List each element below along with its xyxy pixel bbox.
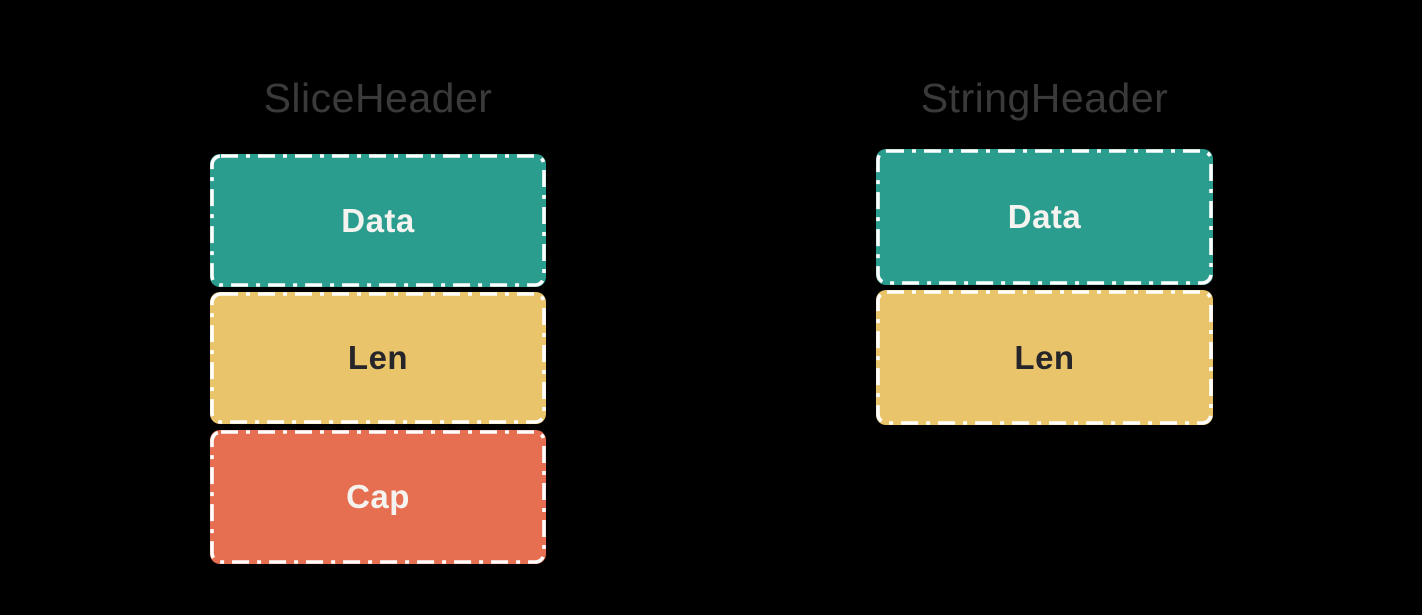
string-header-title: StringHeader <box>920 75 1169 121</box>
string-len-label: Len <box>1014 338 1075 376</box>
string-data-label: Data <box>1007 198 1082 235</box>
string-data-box: Data <box>876 149 1213 285</box>
string-len-box: Len <box>876 290 1213 425</box>
slice-data-label: Data <box>341 201 415 239</box>
slice-len-label: Len <box>347 339 409 376</box>
slice-header-title: SliceHeader <box>263 75 493 121</box>
slice-len-box: Len <box>210 292 546 424</box>
slice-data-box: Data <box>210 154 546 287</box>
slice-cap-label: Cap <box>346 478 410 515</box>
slice-cap-box: Cap <box>210 430 546 564</box>
